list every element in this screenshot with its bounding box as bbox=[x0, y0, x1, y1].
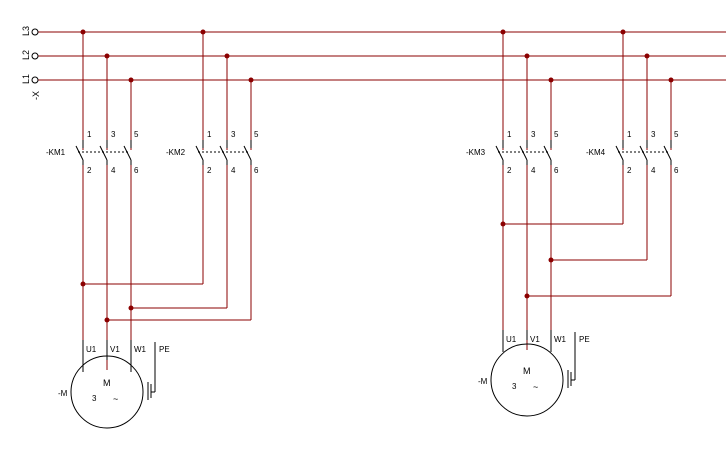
rail-terminal-l1 bbox=[31, 76, 39, 84]
contactor-km3: -KM3 1 3 5 2 4 6 bbox=[466, 130, 559, 175]
svg-text:4: 4 bbox=[531, 166, 536, 175]
contactor-label: -KM1 bbox=[46, 148, 66, 157]
svg-text:2: 2 bbox=[507, 166, 512, 175]
svg-text:M: M bbox=[523, 366, 531, 376]
rail-label-l1: L1 bbox=[21, 74, 31, 84]
svg-text:3: 3 bbox=[651, 130, 656, 139]
left-group-wiring bbox=[80, 29, 254, 370]
contactor-km4: -KM4 1 3 5 2 4 6 bbox=[586, 130, 679, 175]
svg-text:3: 3 bbox=[531, 130, 536, 139]
svg-text:W1: W1 bbox=[134, 345, 147, 354]
power-rails: L3 L2 L1 -X bbox=[21, 26, 726, 100]
svg-text:5: 5 bbox=[674, 130, 679, 139]
svg-text:~: ~ bbox=[113, 394, 118, 404]
contactor-label: -KM2 bbox=[166, 148, 186, 157]
rail-label-l3: L3 bbox=[21, 26, 31, 36]
svg-text:PE: PE bbox=[579, 335, 590, 344]
svg-text:V1: V1 bbox=[110, 345, 120, 354]
svg-text:4: 4 bbox=[231, 166, 236, 175]
svg-text:3: 3 bbox=[111, 130, 116, 139]
contactor-km1: -KM1 1 3 5 2 4 6 bbox=[46, 130, 139, 175]
contactor-label: -KM3 bbox=[466, 148, 486, 157]
svg-text:PE: PE bbox=[159, 345, 170, 354]
svg-text:M: M bbox=[103, 378, 111, 388]
rail-terminal-l2 bbox=[31, 52, 39, 60]
svg-text:4: 4 bbox=[111, 166, 116, 175]
motor-circle bbox=[490, 343, 564, 417]
svg-text:2: 2 bbox=[627, 166, 632, 175]
svg-text:W1: W1 bbox=[554, 335, 567, 344]
motor-label: -M bbox=[478, 377, 488, 386]
svg-text:U1: U1 bbox=[506, 335, 517, 344]
svg-text:5: 5 bbox=[134, 130, 139, 139]
rail-terminal-l3 bbox=[31, 28, 39, 36]
svg-text:1: 1 bbox=[87, 130, 92, 139]
svg-text:1: 1 bbox=[207, 130, 212, 139]
svg-text:2: 2 bbox=[87, 166, 92, 175]
svg-text:3: 3 bbox=[512, 382, 517, 391]
svg-text:U1: U1 bbox=[86, 345, 97, 354]
motor-left: U1 V1 W1 PE -M M 3 ~ bbox=[58, 340, 170, 429]
svg-text:1: 1 bbox=[507, 130, 512, 139]
svg-text:1: 1 bbox=[627, 130, 632, 139]
svg-text:6: 6 bbox=[254, 166, 259, 175]
svg-text:6: 6 bbox=[134, 166, 139, 175]
svg-text:5: 5 bbox=[254, 130, 259, 139]
svg-text:5: 5 bbox=[554, 130, 559, 139]
contactor-km2: -KM2 1 3 5 2 4 6 bbox=[166, 130, 259, 175]
svg-text:V1: V1 bbox=[530, 335, 540, 344]
svg-text:2: 2 bbox=[207, 166, 212, 175]
right-group-wiring bbox=[500, 29, 674, 350]
svg-text:6: 6 bbox=[674, 166, 679, 175]
svg-text:~: ~ bbox=[533, 382, 538, 392]
svg-text:6: 6 bbox=[554, 166, 559, 175]
motor-label: -M bbox=[58, 389, 68, 398]
rail-label-l2: L2 bbox=[21, 50, 31, 60]
motor-circle bbox=[70, 355, 144, 429]
rail-x-label: -X bbox=[31, 91, 41, 100]
motor-right: U1 V1 W1 PE -M M 3 ~ bbox=[478, 330, 590, 417]
svg-text:3: 3 bbox=[231, 130, 236, 139]
svg-text:3: 3 bbox=[92, 394, 97, 403]
svg-text:4: 4 bbox=[651, 166, 656, 175]
contactor-label: -KM4 bbox=[586, 148, 606, 157]
